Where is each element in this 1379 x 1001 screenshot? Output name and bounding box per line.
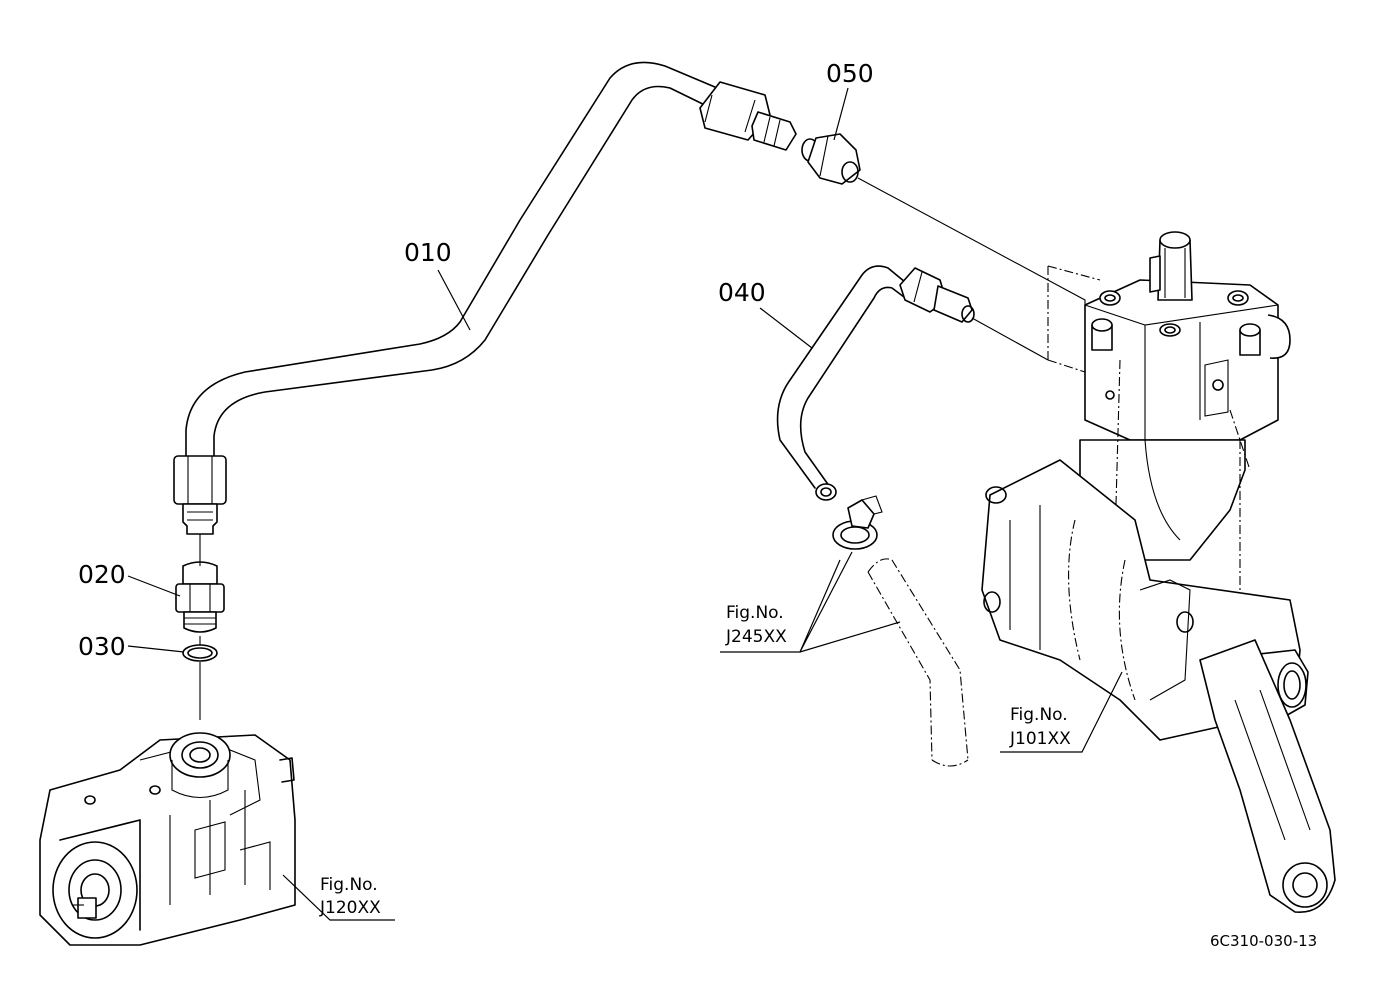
gearbox-ref-line1: Fig.No. xyxy=(1010,705,1068,725)
pipe-010-lower-nut[interactable] xyxy=(173,455,227,535)
callout-040[interactable]: 040 xyxy=(718,278,766,307)
pump-ref-line2: J120XX xyxy=(319,898,381,918)
drawing-code: 6C310-030-13 xyxy=(1210,932,1317,950)
callout-050[interactable]: 050 xyxy=(826,59,874,88)
hose-ref-leader xyxy=(720,551,901,653)
callout-040-leader xyxy=(759,307,813,349)
pump-ref-leader xyxy=(282,874,395,921)
callout-020-leader xyxy=(127,575,181,597)
alignment-line-050 xyxy=(857,177,1086,310)
callout-050-leader xyxy=(833,87,849,141)
o-ring-030[interactable] xyxy=(182,644,218,662)
pipe-040[interactable] xyxy=(776,265,975,501)
adaptor-050[interactable] xyxy=(801,133,861,185)
gearbox-ref-line2: J101XX xyxy=(1009,729,1071,749)
hose-ref-line2: J245XX xyxy=(725,627,787,647)
hydraulic-pump xyxy=(39,732,296,946)
callout-020[interactable]: 020 xyxy=(78,560,126,589)
callout-030-leader xyxy=(127,645,185,653)
pipe-010[interactable] xyxy=(185,61,723,459)
pump-ref-line1: Fig.No. xyxy=(320,875,378,895)
callout-010-leader xyxy=(437,269,471,331)
adaptor-020[interactable] xyxy=(175,561,225,633)
pipe-010-upper-nut[interactable] xyxy=(699,81,797,151)
callout-010[interactable]: 010 xyxy=(404,238,452,267)
callout-030[interactable]: 030 xyxy=(78,632,126,661)
hose-ref-line1: Fig.No. xyxy=(726,603,784,623)
hose-clamp[interactable] xyxy=(832,495,883,550)
gearbox-ref-leader xyxy=(1000,671,1123,753)
rubber-hose xyxy=(867,558,969,767)
alignment-line-040 xyxy=(971,317,1049,361)
steering-gearbox xyxy=(981,231,1336,913)
